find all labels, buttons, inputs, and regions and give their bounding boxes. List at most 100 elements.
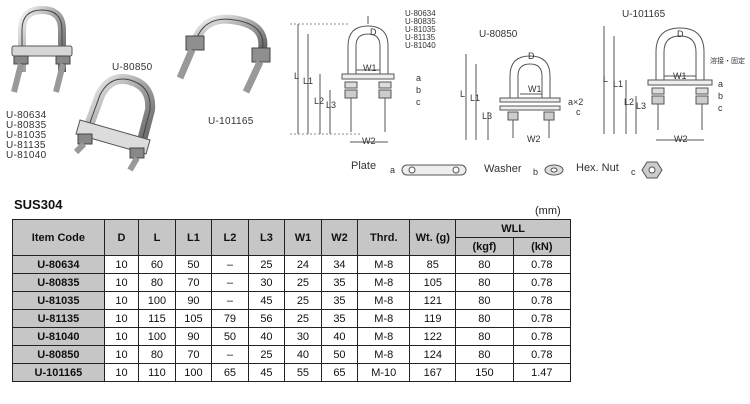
- cell-w1: 24: [284, 255, 322, 274]
- dim-l-label: L: [603, 74, 609, 84]
- dim-l1-label: L1: [613, 79, 624, 89]
- cell-l3: 25: [247, 345, 286, 364]
- header-l: L: [138, 219, 176, 256]
- cell-code: U-81040: [12, 327, 105, 346]
- dim-l-label: L: [460, 89, 466, 99]
- part-c-label: c: [416, 97, 421, 107]
- dim-w1-label: W1: [528, 84, 542, 94]
- cell-d: 10: [103, 255, 140, 274]
- diagram-code: U-80835: [405, 17, 436, 26]
- dim-l2-label: L2: [314, 96, 325, 106]
- cell-l: 80: [138, 345, 176, 364]
- cell-l1: 70: [174, 273, 213, 292]
- cell-w1: 25: [284, 273, 322, 292]
- u-bolt-photos: [11, 5, 271, 172]
- cell-l: 80: [138, 273, 176, 292]
- cell-w2: 34: [320, 255, 359, 274]
- dim-l3-label: L3: [326, 100, 337, 110]
- legend-nut-letter: c: [631, 167, 636, 177]
- dim-l2-label: L2: [624, 97, 635, 107]
- cell-thread: M-8: [357, 255, 411, 274]
- cell-code: U-80850: [12, 345, 105, 364]
- dim-w2-label: W2: [527, 134, 541, 144]
- part-c-label: c: [718, 103, 723, 113]
- cell-l3: 30: [247, 273, 286, 292]
- cell-wll-kgf: 150: [455, 363, 514, 382]
- u-bolt-photo-large: [73, 74, 156, 172]
- cell-wll-kgf: 80: [455, 309, 514, 328]
- cell-w2: 35: [320, 273, 359, 292]
- cell-l: 100: [138, 291, 176, 310]
- cell-w1: 25: [284, 309, 322, 328]
- header-l3: L3: [247, 219, 286, 256]
- cell-l1: 105: [174, 309, 213, 328]
- cell-weight: 122: [409, 327, 457, 346]
- photo-code-label: U-80835: [6, 120, 47, 131]
- cell-wll-kn: 0.78: [512, 255, 572, 274]
- dim-l3-label: L3: [636, 101, 647, 111]
- cell-code: U-81135: [12, 309, 105, 328]
- cell-l1: 70: [174, 345, 213, 364]
- diagram3-drawing: [603, 26, 713, 141]
- cell-w1: 40: [284, 345, 322, 364]
- cell-l2: –: [211, 273, 249, 292]
- cell-d: 10: [103, 363, 140, 382]
- photo-code-label: U-81040: [6, 150, 47, 161]
- series-label: SUS304: [14, 197, 63, 212]
- cell-weight: 119: [409, 309, 457, 328]
- cell-d: 10: [103, 291, 140, 310]
- cell-w2: 65: [320, 363, 359, 382]
- header-kn: (kN): [512, 237, 572, 256]
- photo-label-u101165: U-101165: [208, 116, 254, 127]
- part-a-label: a: [718, 79, 724, 89]
- dim-w2-label: W2: [674, 134, 688, 144]
- cell-l2: 50: [211, 327, 249, 346]
- table-subheader-row: (kgf) (kN): [13, 237, 572, 256]
- header-thread: Thrd.: [357, 219, 411, 256]
- cell-code: U-80835: [12, 273, 105, 292]
- cell-w1: 55: [284, 363, 322, 382]
- cell-wll-kgf: 80: [455, 273, 514, 292]
- cell-w1: 30: [284, 327, 322, 346]
- table-header-row: Item Code D L L1 L2 L3 W1 W2 Thrd. Wt. (…: [12, 219, 571, 256]
- cell-wll-kn: 1.47: [512, 363, 572, 382]
- cell-l2: 65: [211, 363, 249, 382]
- cell-d: 10: [103, 273, 140, 292]
- diagram1-codes: U-80634 U-80835 U-81035 U-81135 U-81040: [405, 10, 455, 50]
- dim-w1-label: W1: [673, 71, 687, 81]
- diagram1-drawing: [290, 16, 395, 143]
- cell-l: 110: [138, 363, 176, 382]
- legend-plate-letter: a: [390, 165, 396, 175]
- cell-d: 10: [103, 309, 140, 328]
- cell-wll-kgf: 80: [455, 345, 514, 364]
- cell-weight: 121: [409, 291, 457, 310]
- photo-code-label: U-81135: [6, 140, 46, 151]
- cell-l3: 40: [247, 327, 286, 346]
- cell-thread: M-8: [357, 309, 411, 328]
- cell-l2: –: [211, 255, 249, 274]
- cell-code: U-81035: [12, 291, 105, 310]
- cell-d: 10: [103, 327, 140, 346]
- cell-code: U-80634: [12, 255, 105, 274]
- cell-thread: M-8: [357, 273, 411, 292]
- cell-thread: M-8: [357, 345, 411, 364]
- header-w1: W1: [284, 219, 322, 256]
- part-c-label: c: [576, 107, 581, 117]
- cell-wll-kgf: 80: [455, 291, 514, 310]
- u-bolt-photo-small: [11, 5, 73, 93]
- cell-wll-kn: 0.78: [512, 327, 572, 346]
- cell-weight: 85: [409, 255, 457, 274]
- header-weight: Wt. (g): [409, 219, 457, 256]
- diagram-code: U-81035: [405, 25, 436, 34]
- unit-label: (mm): [535, 205, 561, 217]
- dim-d-label: D: [528, 51, 535, 61]
- diagram-code: U-80634: [405, 9, 436, 18]
- dim-l1-label: L1: [470, 93, 481, 103]
- cell-l2: 79: [211, 309, 249, 328]
- cell-l: 100: [138, 327, 176, 346]
